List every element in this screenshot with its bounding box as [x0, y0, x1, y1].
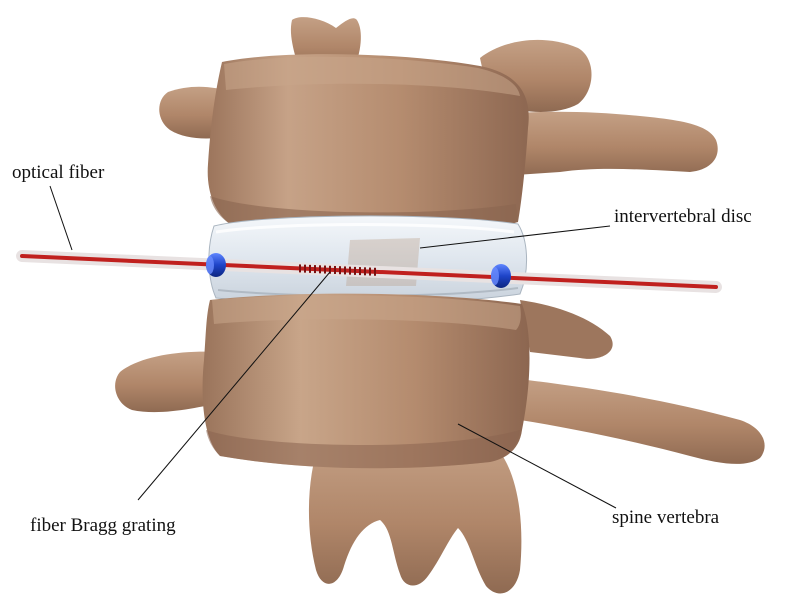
lower-vertebral-body — [203, 294, 530, 469]
right-connector — [491, 264, 511, 288]
leader-optical-fiber — [50, 186, 72, 250]
label-spine-vertebra: spine vertebra — [612, 507, 720, 528]
intervertebral-disc — [209, 216, 527, 304]
upper-vertebral-body — [208, 54, 529, 233]
lower-right-transverse-process — [510, 300, 765, 464]
label-optical-fiber: optical fiber — [12, 162, 105, 183]
left-connector — [206, 253, 226, 277]
label-intervertebral-disc: intervertebral disc — [614, 206, 752, 227]
label-fiber-bragg-grating: fiber Bragg grating — [30, 515, 176, 536]
